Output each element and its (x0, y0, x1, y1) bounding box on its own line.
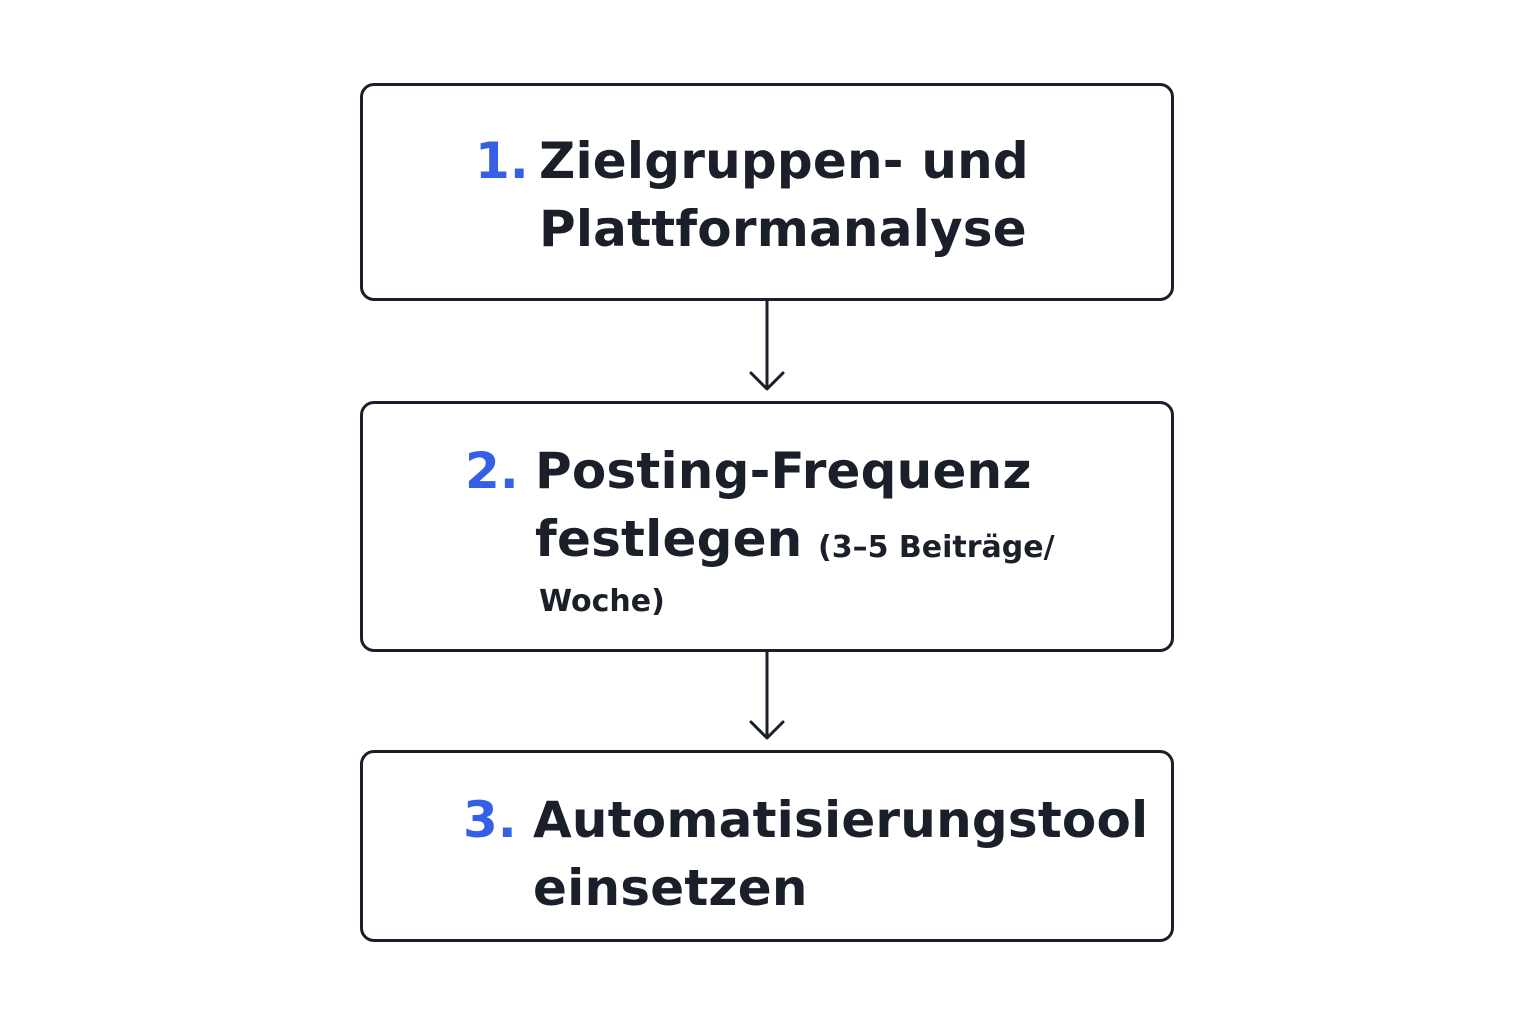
step-title-line: Zielgruppen- und (539, 132, 1029, 190)
step-title-line: festlegen (535, 510, 803, 568)
step-note-line: (3–5 Beiträge/ (818, 530, 1055, 565)
step-number: 1. (475, 132, 529, 190)
step-box-3: 3. Automatisierungstool einsetzen (360, 750, 1174, 942)
down-arrow-connector (749, 301, 785, 391)
step-title-line: Plattformanalyse (539, 200, 1027, 258)
step-note-line: Woche) (539, 584, 665, 619)
step-number: 3. (463, 791, 517, 849)
down-arrow-connector (749, 652, 785, 740)
step-title-line: Posting-Frequenz (535, 442, 1032, 500)
step-title-line: einsetzen (533, 859, 808, 917)
step-box-1: 1. Zielgruppen- und Plattformanalyse (360, 83, 1174, 301)
step-box-2: 2. Posting-Frequenz festlegen (3–5 Beitr… (360, 401, 1174, 652)
step-number: 2. (465, 442, 519, 500)
step-title-line: Automatisierungstool (533, 791, 1149, 849)
